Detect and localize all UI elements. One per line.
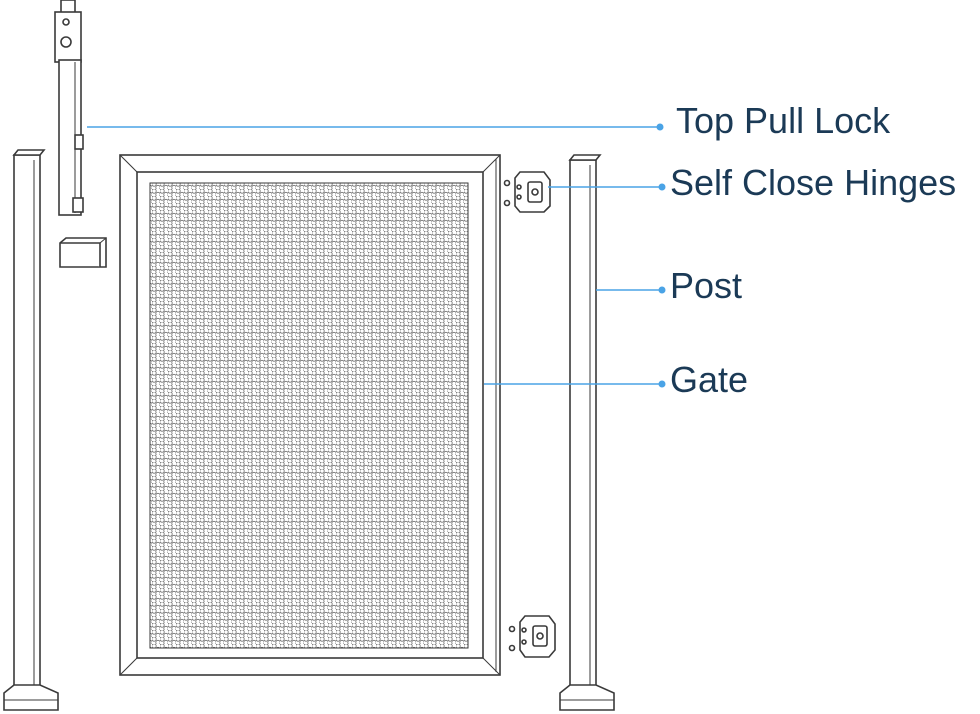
leader-top-pull-lock [87, 123, 664, 131]
leader-gate [484, 380, 666, 388]
lock-keeper-part [59, 237, 107, 268]
leader-self-close-hinges [548, 183, 666, 191]
label-self-close-hinges: Self Close Hinges [670, 162, 957, 203]
label-gate: Gate [670, 359, 749, 400]
lower-hinge-part [508, 615, 556, 658]
label-top-pull-lock: Top Pull Lock [676, 100, 891, 141]
gate-part [119, 154, 501, 676]
upper-hinge-part [503, 171, 551, 213]
leader-post [596, 286, 666, 294]
label-post: Post [670, 265, 743, 306]
left-post [3, 149, 59, 711]
top-pull-lock-part [54, 0, 84, 216]
right-post [559, 154, 615, 711]
